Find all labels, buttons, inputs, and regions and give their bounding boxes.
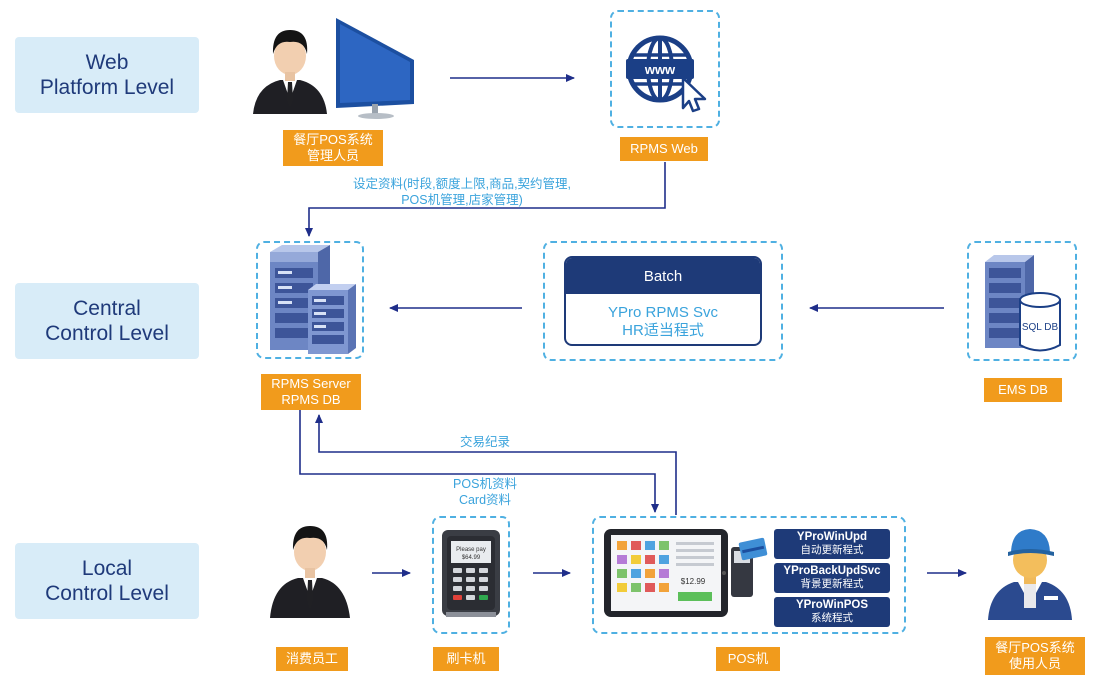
pos-program-desc: 自动更新程式 [800,544,864,556]
batch-line-1: YPro RPMS Svc [607,304,719,321]
tag-manager-line2: 管理人员 [306,148,359,163]
pos-program-yprowinupd: YProWinUpd 自动更新程式 [774,529,890,559]
pos-program-name: YProWinPOS [795,599,869,611]
tag-manager: 餐厅POS系统 管理人员 [283,130,383,166]
tag-manager-line1: 餐厅POS系统 [293,132,373,147]
flow-settings-label: 设定资料(时段,额度上限,商品,契约管理, POS机管理,店家管理) [332,176,592,208]
batch-header: Batch [566,258,760,294]
level-web-platform: Web Platform Level [15,37,199,113]
rpms-server-box [256,241,364,359]
pos-box [592,516,906,634]
level-central-line2: Control Level [45,322,169,345]
tag-rpms-server: RPMS Server RPMS DB [261,374,361,410]
level-central-control: Central Control Level [15,283,199,359]
batch-line-2: HR适当程式 [622,322,704,339]
tag-rpms-server-line1: RPMS Server [271,376,351,391]
flow-settings-line2: POS机管理,店家管理) [401,193,523,207]
card-reader-box [432,516,510,634]
level-local-control: Local Control Level [15,543,199,619]
batch-box [543,241,783,361]
arrow-pos-to-server [315,414,677,515]
flow-settings-line1: 设定资料(时段,额度上限,商品,契约管理, [352,177,572,191]
tag-pos-user-line2: 使用人员 [1008,656,1061,671]
tag-rpms-server-line2: RPMS DB [281,392,341,407]
level-web-line1: Web [85,51,129,74]
flow-pos-data-line1: POS机资料 [453,477,517,491]
level-central-line1: Central [73,297,141,320]
pos-program-desc: 背景更新程式 [800,578,864,590]
pos-program-desc: 系统程式 [811,612,853,624]
tag-pos-user: 餐厅POS系统 使用人员 [985,637,1085,675]
pos-program-name: YProWinUpd [796,531,868,543]
card-screen-line2: $64.99 [462,555,481,561]
pos-program-yprowinpos: YProWinPOS 系统程式 [774,597,890,627]
card-screen-line1: Please pay [456,547,486,553]
tag-ems-db: EMS DB [984,378,1062,402]
ems-db-box [967,241,1077,361]
arrow-web-to-server [305,162,666,237]
flow-transactions-label: 交易纪录 [459,435,510,449]
tag-rpms-web: RPMS Web [620,137,708,161]
level-local-line1: Local [81,557,133,580]
level-local-line2: Control Level [45,582,169,605]
sql-db-label: SQL DB [1022,322,1059,333]
rpms-web-box [610,10,720,128]
flow-pos-data-label: POS机资料 Card资料 [420,476,550,508]
pos-program-yprobackupdsvc: YProBackUpdSvc 背景更新程式 [774,563,890,593]
www-label: www [644,62,676,77]
pos-total: $12.99 [681,577,706,586]
batch-program-list: YPro RPMS Svc HR适当程式 [566,294,760,340]
arrow-server-to-pos [299,410,659,513]
tag-employee: 消费员工 [276,647,348,671]
tag-pos: POS机 [716,647,780,671]
batch-card: Batch YPro RPMS Svc HR适当程式 [564,256,762,346]
flow-pos-data-line2: Card资料 [458,493,512,507]
level-web-line2: Platform Level [39,76,175,99]
tag-pos-user-line1: 餐厅POS系统 [995,640,1075,655]
tag-card-reader: 刷卡机 [433,647,499,671]
pos-program-name: YProBackUpdSvc [783,565,881,577]
